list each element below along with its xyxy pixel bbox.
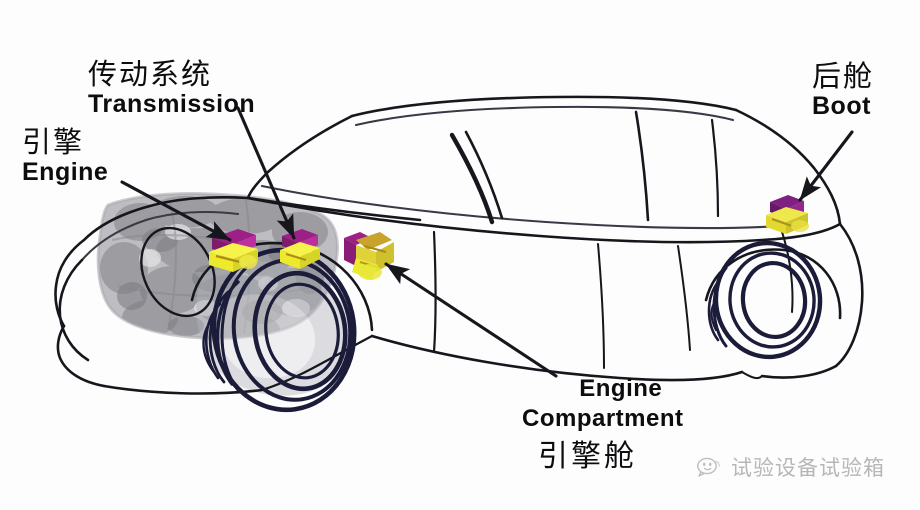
label-engine-compartment-cn: 引擎舱 — [538, 440, 637, 474]
label-transmission: 传动系统 Transmission — [88, 58, 255, 119]
arrow-transmission — [236, 106, 296, 240]
component-boot-module — [766, 195, 809, 234]
label-boot: 后舱 Boot — [812, 60, 874, 121]
engine-block-edge — [96, 191, 339, 340]
label-engine-compartment-line2: Compartment — [522, 405, 684, 432]
leader-arrows — [120, 106, 854, 378]
component-transmission-module — [280, 229, 320, 269]
arrow-engine — [120, 180, 232, 242]
front-wheel — [202, 247, 357, 413]
label-engine-en: Engine — [22, 158, 109, 186]
label-boot-en: Boot — [812, 92, 871, 120]
label-engine-compartment: Engine Compartment — [522, 374, 684, 434]
arrow-boot — [798, 130, 854, 202]
arrow-engine-compartment — [384, 262, 558, 378]
component-engine-compartment-module — [344, 232, 394, 280]
label-engine: 引擎 Engine — [22, 126, 108, 187]
chat-face-icon — [696, 454, 722, 480]
car-body-outline — [54, 95, 864, 395]
label-engine-compartment-cn-text: 引擎舱 — [538, 439, 637, 474]
watermark: 试验设备试验箱 — [696, 452, 885, 482]
label-transmission-en: Transmission — [88, 90, 256, 118]
label-transmission-cn: 传动系统 — [88, 57, 213, 91]
rear-wheel — [707, 240, 823, 360]
label-engine-cn: 引擎 — [22, 125, 85, 159]
label-engine-compartment-line1: Engine — [579, 375, 663, 402]
label-boot-cn: 后舱 — [812, 59, 875, 93]
component-engine-module — [209, 229, 258, 272]
watermark-text: 试验设备试验箱 — [731, 456, 885, 480]
